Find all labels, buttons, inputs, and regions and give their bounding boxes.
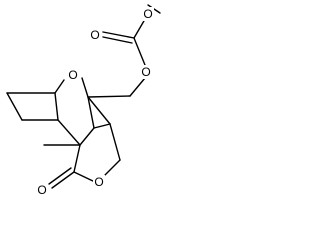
- atom-o-bridge: O: [67, 68, 79, 82]
- atom-o-lactone-carbonyl-label: O: [37, 183, 46, 197]
- bond-quaternary-bridgehead-right: [79, 127, 95, 146]
- bond-ring-2: [6, 92, 23, 121]
- bond-c-o-double-b: [102, 36, 133, 44]
- atom-o-lactone-ring: O: [93, 175, 105, 189]
- atom-o-bridge-label: O: [68, 68, 77, 82]
- atom-o-carbonyl-carbonate-label: O: [90, 28, 99, 42]
- bond-bridgehead-rightc: [93, 123, 111, 129]
- atom-o-carbonate-label: O: [141, 65, 150, 79]
- atom-o-lactone-carbonyl: O: [36, 183, 48, 197]
- atom-label-layer: O O O O O O: [36, 7, 154, 197]
- bond-bridgehead-right-up: [87, 96, 95, 129]
- bond-ring-quaternary: [57, 119, 81, 146]
- bond-bridgehead-bridge-o: [81, 77, 89, 98]
- chemical-structure-diagram: O O O O O O: [6, 4, 161, 197]
- bond-o-ch2: [129, 77, 146, 97]
- bond-ch2-ring-o: [104, 159, 121, 176]
- bond-carbonyl-c-o: [133, 37, 146, 66]
- bond-bridgehead-rightc-2: [87, 96, 111, 125]
- bond-rightc-ch2: [109, 123, 121, 161]
- bond-layer: [6, 4, 161, 189]
- bond-ch2-bridgehead: [87, 95, 131, 98]
- atom-o-methoxy: O: [142, 7, 154, 21]
- atom-o-carbonate: O: [140, 65, 152, 79]
- bond-c-o-double-a: [102, 31, 135, 39]
- bond-lactone-co-b: [48, 167, 72, 185]
- atom-o-methoxy-label: O: [143, 7, 152, 21]
- bond-lactone-co-a: [51, 171, 75, 189]
- bond-ring-o-carbonyl: [73, 171, 96, 183]
- bond-bridge-o-left: [54, 79, 65, 94]
- bond-carbonyl-quaternary: [73, 144, 81, 173]
- atom-o-carbonyl-carbonate: O: [89, 28, 101, 42]
- bond-ring-4: [54, 92, 59, 121]
- atom-o-lactone-ring-label: O: [94, 175, 103, 189]
